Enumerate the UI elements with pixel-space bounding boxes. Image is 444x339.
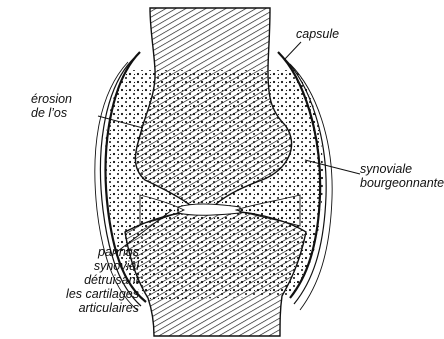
leader-capsule	[284, 42, 301, 60]
label-pannus-line-1: pannus	[24, 245, 139, 259]
label-synoviale-line-2: bourgeonnante	[360, 176, 444, 190]
upper-bone	[135, 8, 291, 205]
label-pannus-line-4: les cartilages	[24, 287, 139, 301]
label-pannus-line-2: synovial	[24, 259, 139, 273]
label-erosion: érosion de l’os	[31, 92, 72, 120]
joint-space	[178, 204, 240, 215]
label-pannus-line-3: détruisant	[24, 273, 139, 287]
label-capsule: capsule	[296, 27, 339, 41]
label-erosion-line-1: érosion	[31, 92, 72, 106]
lower-bone	[125, 212, 306, 336]
label-synoviale: synoviale bourgeonnante	[360, 162, 444, 190]
label-synoviale-line-1: synoviale	[360, 162, 444, 176]
label-pannus: pannus synovial détruisant les cartilage…	[24, 245, 139, 315]
label-erosion-line-2: de l’os	[31, 106, 72, 120]
label-pannus-line-5: articulaires	[24, 301, 139, 315]
label-capsule-text: capsule	[296, 27, 339, 41]
